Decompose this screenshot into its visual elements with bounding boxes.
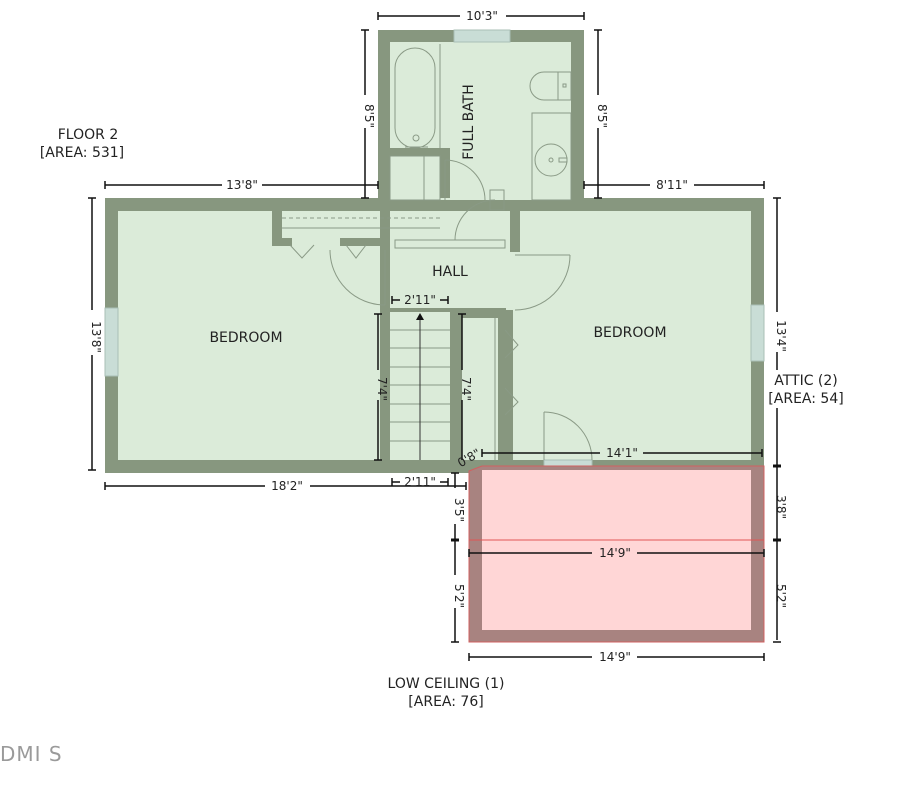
dim-low-left-lower: 5'2" (452, 584, 466, 608)
dim-low-right-lower: 5'2" (774, 584, 788, 608)
dim-bath-top: 10'3" (466, 9, 498, 23)
dim-low-bottom-width: 14'9" (599, 650, 631, 664)
fixtures (282, 44, 593, 461)
watermark: DMI S (0, 742, 63, 766)
low-ceiling-area (468, 465, 765, 643)
left-bedroom-window (104, 307, 119, 377)
vanity-icon (531, 112, 572, 201)
dim-stair-left: 7'4" (375, 377, 389, 401)
dim-stair-bottom: 2'11" (404, 475, 436, 489)
dim-low-left-upper: 3'5" (452, 498, 466, 522)
toilet-icon (529, 71, 559, 101)
dim-bath-right: 8'5" (595, 104, 609, 128)
dim-left-height: 13'8" (89, 321, 103, 353)
dim-right-height: 13'4" (774, 320, 788, 352)
room-label-full-bath: FULL BATH (461, 84, 477, 160)
right-bedroom-window (750, 304, 765, 362)
dim-bottom-total: 18'2" (271, 479, 303, 493)
room-label-bedroom-left: BEDROOM (209, 330, 282, 346)
attic-area: [AREA: 54] (768, 391, 843, 407)
dim-bath-left: 8'5" (362, 104, 376, 128)
dimension-lines (88, 12, 781, 661)
low-ceiling-area-label: [AREA: 76] (408, 694, 483, 710)
stair-arrow-icon (416, 313, 424, 320)
dim-hall-width: 2'11" (404, 293, 436, 307)
room-label-hall: HALL (432, 264, 468, 280)
bathtub-icon (394, 47, 436, 149)
dim-bedroom-right-width: 14'1" (606, 446, 638, 460)
floor-title: FLOOR 2 (58, 127, 118, 143)
bath-window (453, 29, 511, 43)
dim-left-top: 13'8" (226, 178, 258, 192)
attic-title: ATTIC (2) (774, 373, 838, 389)
low-ceiling-title: LOW CEILING (1) (388, 676, 505, 692)
windows (104, 29, 765, 467)
dim-right-top: 8'11" (656, 178, 688, 192)
floor-area: [AREA: 531] (40, 145, 124, 161)
bedroom-door-threshold (543, 459, 593, 467)
room-label-bedroom-right: BEDROOM (593, 325, 666, 341)
dim-low-mid-width: 14'9" (599, 546, 631, 560)
dim-low-right-upper: 3'8" (774, 495, 788, 519)
dim-stair-right: 7'4" (459, 377, 473, 401)
